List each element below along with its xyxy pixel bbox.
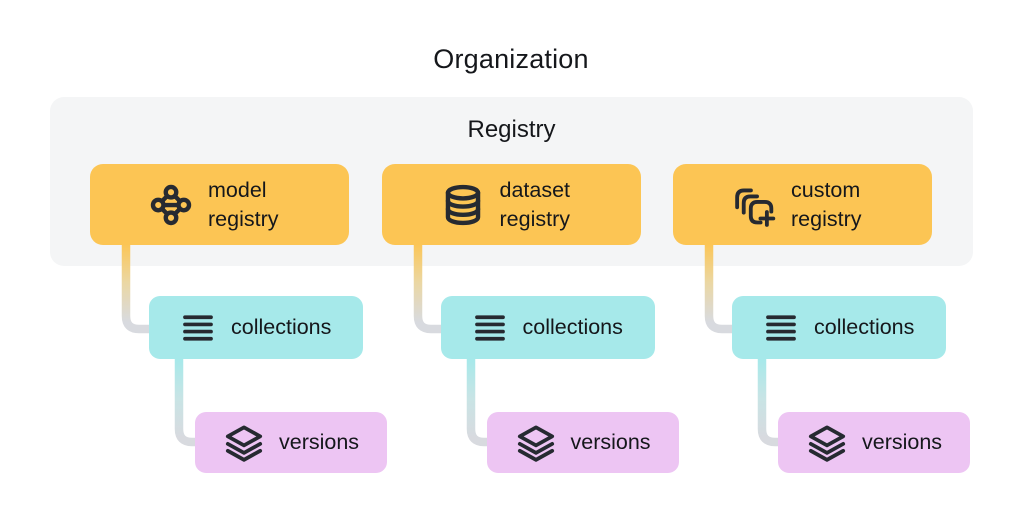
copy-plus-icon — [731, 181, 777, 229]
collections-node: collections — [732, 296, 946, 359]
connector-registry-to-collections — [704, 243, 733, 334]
list-lines-icon — [762, 311, 800, 345]
connector-collections-to-versions — [174, 359, 196, 447]
versions-node-label: versions — [570, 430, 651, 454]
diagram-title: Organization — [433, 44, 589, 74]
layers-stack-icon — [805, 422, 849, 464]
database-icon — [440, 183, 486, 227]
versions-node-label: versions — [862, 430, 943, 454]
connector-collections-to-versions — [757, 359, 779, 447]
versions-node-label: versions — [279, 430, 360, 454]
connector-registry-to-collections — [121, 243, 150, 334]
collections-node: collections — [440, 296, 655, 359]
collections-node-label: collections — [231, 315, 332, 339]
registry-panel-label: Registry — [467, 116, 556, 143]
connector-lines — [704, 243, 779, 447]
connector-registry-to-collections — [413, 243, 442, 334]
collections-node-label: collections — [814, 315, 915, 339]
list-lines-icon — [179, 311, 217, 345]
collections-node: collections — [149, 296, 363, 359]
collections-node-label: collections — [522, 315, 623, 339]
layers-stack-icon — [514, 422, 558, 464]
model-graph-icon — [148, 184, 194, 226]
layers-stack-icon — [222, 422, 266, 464]
connector-lines — [413, 243, 488, 447]
connector-collections-to-versions — [466, 359, 488, 447]
list-lines-icon — [471, 311, 509, 345]
versions-node: versions — [778, 412, 970, 473]
connector-lines — [121, 243, 196, 447]
versions-node: versions — [195, 412, 387, 473]
versions-node: versions — [486, 412, 679, 473]
